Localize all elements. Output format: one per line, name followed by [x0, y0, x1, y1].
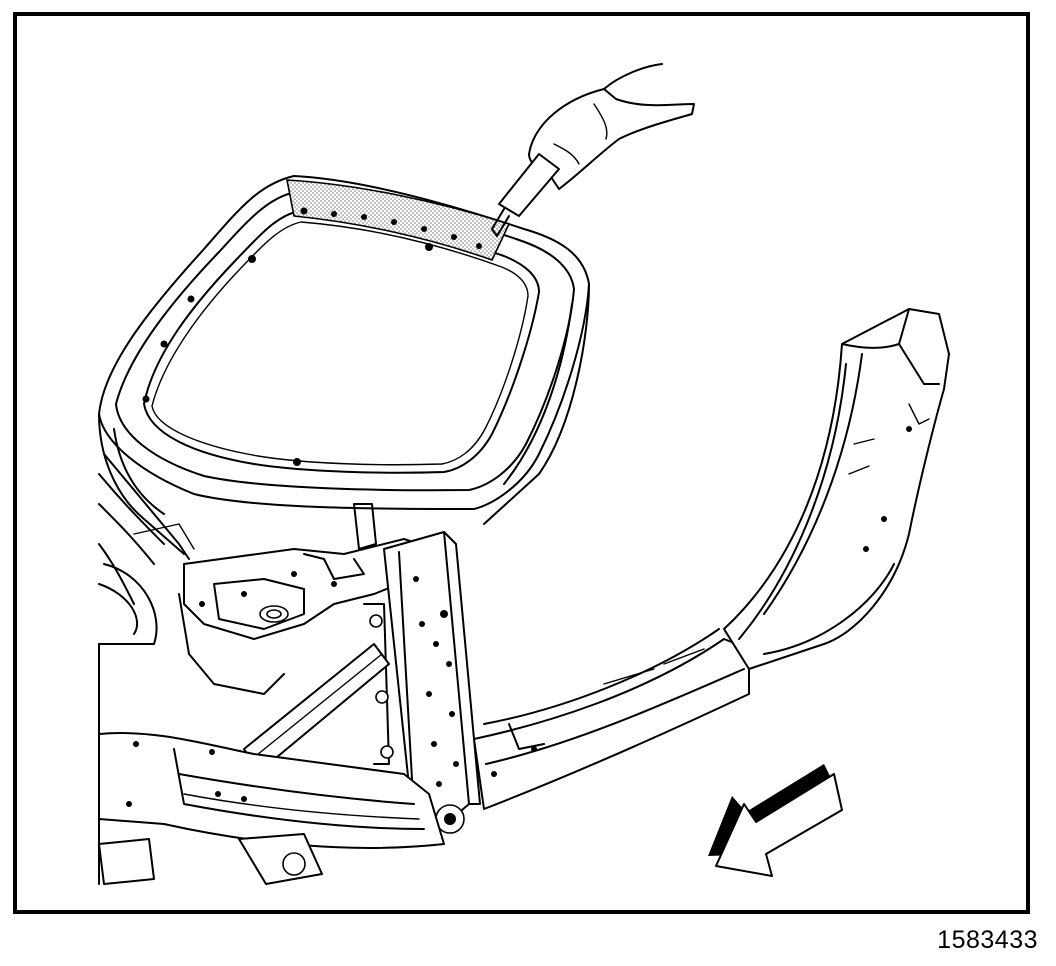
rear-cross-member [98, 643, 445, 885]
diagonal-brace [243, 643, 390, 773]
illustration-frame [13, 12, 1030, 914]
figure-number: 1583433 [937, 926, 1038, 954]
adhesive-applicator-icon [491, 153, 560, 237]
pillar-holes [413, 576, 459, 787]
liftgate-opening-diagram [98, 63, 950, 885]
adhesive-bead [286, 179, 511, 261]
vehicle-front-arrow-icon [708, 764, 843, 877]
rear-pillar-panel [363, 531, 481, 835]
upper-brackets [178, 503, 435, 695]
rocker-rail [473, 628, 750, 810]
liftgate-opening-frame [98, 175, 590, 645]
quarter-inner-panel [723, 308, 950, 670]
retainer-clips [142, 207, 482, 466]
